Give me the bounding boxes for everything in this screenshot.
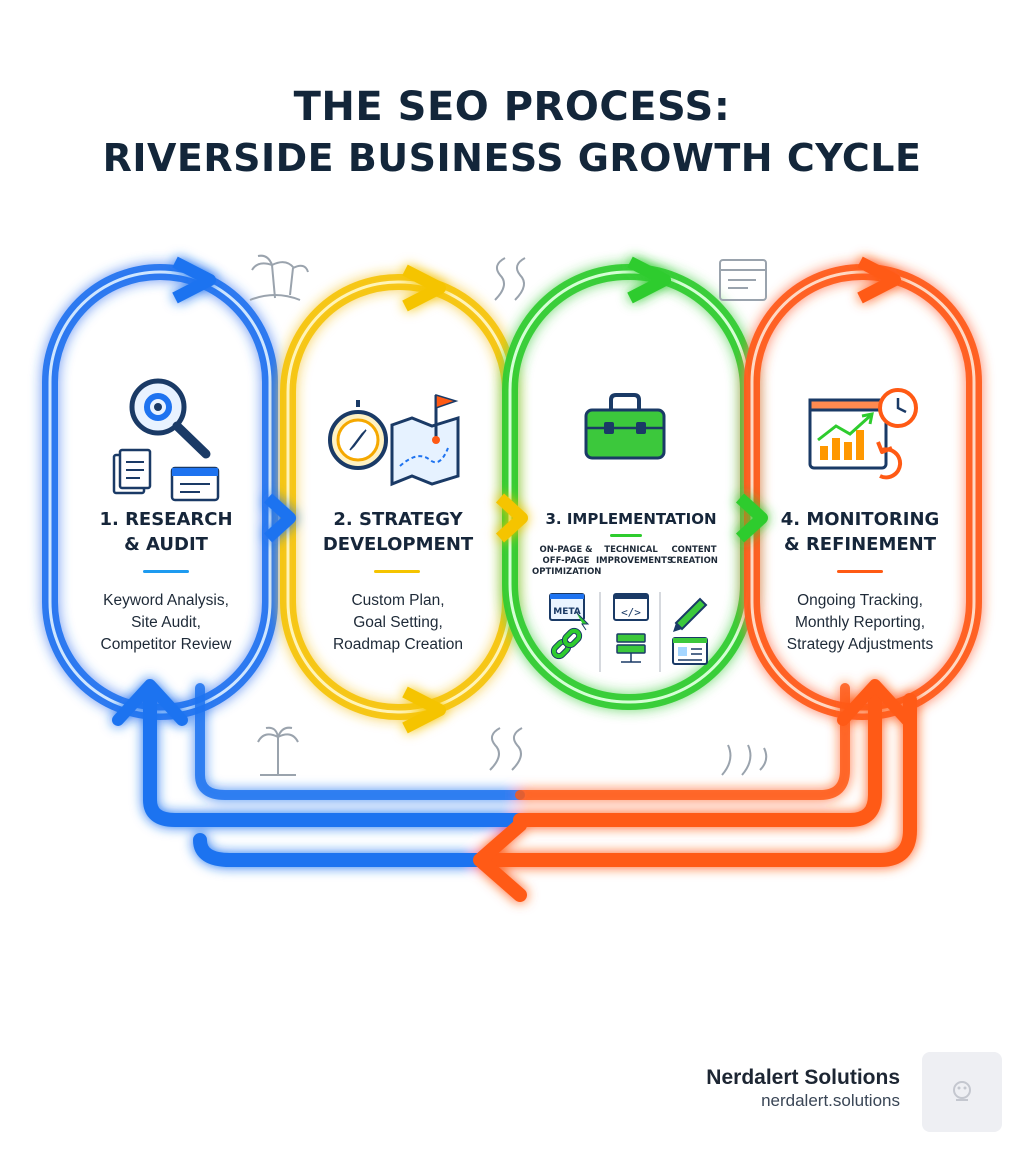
refresh-icon	[876, 441, 903, 480]
svg-text:</>: </>	[621, 606, 641, 619]
river-icon	[494, 257, 526, 301]
step-3-title: 3. IMPLEMENTATION	[545, 510, 717, 528]
cycle-diagram: META </>	[42, 254, 982, 902]
loop-arrowheads	[172, 256, 901, 734]
magnifier-gear-icon	[129, 378, 211, 459]
step-1-divider	[143, 570, 189, 573]
code-window-icon: </>	[613, 593, 649, 621]
title-line-1: THE SEO PROCESS:	[293, 84, 731, 130]
toolbox-icon	[584, 393, 666, 460]
palm-island-icon	[249, 254, 309, 301]
server-icon	[616, 633, 646, 663]
loop-monitoring	[744, 264, 982, 720]
loop-research	[42, 264, 278, 720]
brand-logo-icon	[953, 1081, 971, 1101]
document-stack-icon	[112, 448, 152, 495]
meta-tag-label: META	[553, 607, 581, 617]
brand-url: nerdalert.solutions	[761, 1091, 900, 1110]
browser-icon	[719, 259, 767, 301]
step-1-title: 1. RESEARCH& AUDIT	[99, 509, 233, 555]
pen-icon	[673, 597, 708, 632]
compass-icon	[328, 400, 388, 470]
step-4-description: Ongoing Tracking,Monthly Reporting,Strat…	[786, 592, 934, 653]
brand-name: Nerdalert Solutions	[706, 1066, 900, 1089]
analytics-chart-icon	[808, 398, 888, 470]
map-flag-icon	[390, 393, 460, 487]
river-palm-icon	[489, 727, 523, 771]
step-2-divider	[374, 570, 420, 573]
step-2-description: Custom Plan,Goal Setting,Roadmap Creatio…	[332, 592, 464, 653]
browser-window-icon	[170, 466, 220, 502]
return-arrow	[112, 679, 917, 902]
river-icon-2	[721, 744, 768, 776]
step-4-title: 4. MONITORING& REFINEMENT	[780, 509, 940, 555]
link-chain-icon	[550, 627, 583, 660]
meta-tag-icon	[549, 593, 590, 631]
clock-icon	[878, 388, 918, 428]
title-line-2: RIVERSIDE BUSINESS GROWTH CYCLE	[102, 136, 922, 180]
step-1-description: Keyword Analysis,Site Audit,Competitor R…	[100, 592, 232, 653]
substep-dividers	[599, 592, 661, 672]
step-4-divider	[837, 570, 883, 573]
palm-tree-icon	[257, 726, 299, 776]
article-icon	[672, 637, 708, 665]
step-3-divider	[610, 534, 642, 537]
brand-logo	[922, 1052, 1002, 1132]
